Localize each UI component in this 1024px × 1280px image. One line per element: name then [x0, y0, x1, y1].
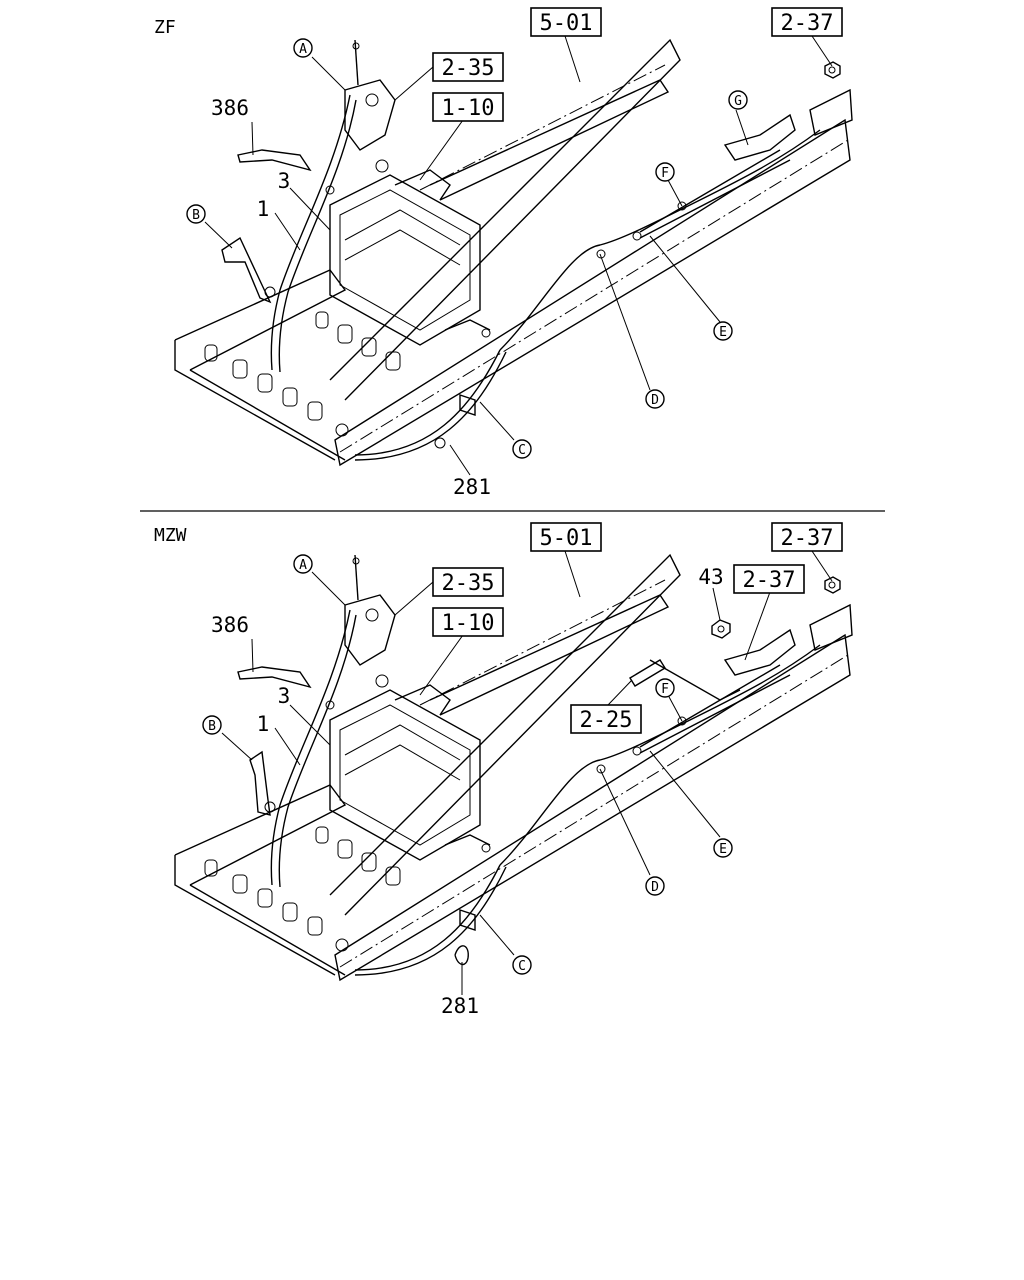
part-281: 281 — [441, 994, 479, 1018]
ref-frame-text: 5-01 — [540, 11, 593, 36]
callout-b: B — [202, 715, 222, 735]
ref-nut-text: 2-37 — [781, 526, 834, 551]
leader-lines — [221, 550, 833, 995]
svg-text:B: B — [208, 719, 216, 734]
ref-bolt-text: 2-25 — [580, 708, 633, 733]
panel-mzw: MZW — [154, 522, 853, 1018]
part-3: 3 — [278, 169, 291, 193]
svg-text:G: G — [734, 94, 742, 109]
svg-text:C: C — [518, 959, 526, 974]
svg-text:C: C — [518, 443, 526, 458]
variant-label-zf: ZF — [154, 17, 176, 38]
callout-g: G — [728, 90, 748, 110]
ref-nut-text: 2-37 — [781, 11, 834, 36]
svg-text:E: E — [719, 325, 727, 340]
callout-f: F — [655, 162, 675, 182]
ref-box-nut-b: 2-37 — [733, 564, 805, 594]
ref-box-battery: 1-10 — [432, 92, 504, 122]
frame-drawing — [174, 553, 853, 982]
ref-battery-text: 1-10 — [442, 611, 495, 636]
callout-e: E — [713, 838, 733, 858]
part-386: 386 — [211, 613, 249, 637]
callout-c: C — [512, 439, 532, 459]
svg-text:F: F — [661, 166, 669, 181]
part-43: 43 — [698, 565, 723, 589]
variant-label-mzw: MZW — [154, 525, 187, 546]
ref-bracket-text: 2-35 — [442, 56, 495, 81]
panel-zf: ZF — [154, 7, 853, 499]
ref-box-frame: 5-01 — [530, 522, 602, 552]
svg-text:A: A — [299, 558, 307, 573]
callout-d: D — [645, 876, 665, 896]
part-1: 1 — [257, 712, 270, 736]
ref-box-bolt: 2-25 — [570, 704, 642, 734]
callout-a: A — [293, 554, 313, 574]
svg-text:E: E — [719, 842, 727, 857]
part-3: 3 — [278, 684, 291, 708]
ref-box-nut: 2-37 — [771, 522, 843, 552]
ref-box-nut: 2-37 — [771, 7, 843, 37]
svg-text:D: D — [651, 393, 659, 408]
ref-box-bracket: 2-35 — [432, 52, 504, 82]
part-386: 386 — [211, 96, 249, 120]
ref-box-frame: 5-01 — [530, 7, 602, 37]
part-1: 1 — [257, 197, 270, 221]
leader-lines — [204, 35, 833, 476]
ref-bracket-text: 2-35 — [442, 571, 495, 596]
ref-box-battery: 1-10 — [432, 607, 504, 637]
callout-f: F — [655, 678, 675, 698]
callout-b: B — [186, 204, 206, 224]
frame-drawing — [174, 38, 853, 467]
callout-a: A — [293, 38, 313, 58]
ref-battery-text: 1-10 — [442, 96, 495, 121]
ref-frame-text: 5-01 — [540, 526, 593, 551]
svg-text:F: F — [661, 682, 669, 697]
ref-nut-b-text: 2-37 — [743, 568, 796, 593]
callout-d: D — [645, 389, 665, 409]
ref-box-bracket: 2-35 — [432, 567, 504, 597]
callout-c: C — [512, 955, 532, 975]
callout-e: E — [713, 321, 733, 341]
svg-text:A: A — [299, 42, 307, 57]
part-281: 281 — [453, 475, 491, 499]
svg-text:D: D — [651, 880, 659, 895]
svg-text:B: B — [192, 208, 200, 223]
